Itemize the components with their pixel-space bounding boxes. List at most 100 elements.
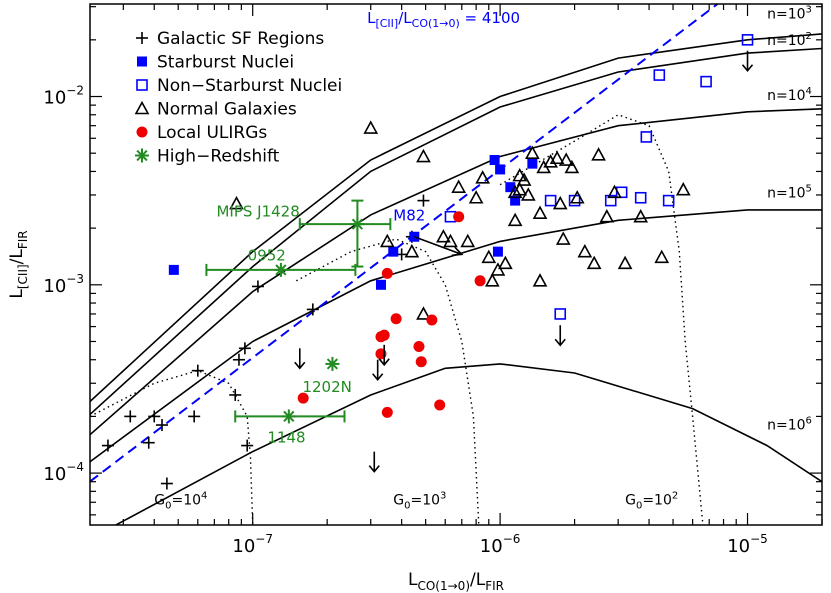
- legend-label: Normal Galaxies: [157, 100, 297, 120]
- legend-entry: Starburst Nuclei: [137, 53, 294, 73]
- data-point-open-square: [653, 69, 666, 81]
- legend-marker-filled-circle: [136, 126, 148, 138]
- data-point-open-triangle: [498, 255, 513, 270]
- data-point-open-square: [640, 131, 653, 143]
- density-label: n=103: [767, 4, 812, 22]
- g0-label: G0=104: [154, 491, 207, 512]
- asterisk-stroke: [283, 410, 295, 423]
- asterisk-stroke: [136, 149, 148, 162]
- data-point-filled-square: [495, 164, 506, 175]
- annotations-layer: MIPS J142809521202N1148M82n=103n=102n=10…: [154, 4, 812, 511]
- series-high-redshift: [273, 217, 365, 424]
- data-point-open-triangle: [599, 209, 615, 223]
- data-point-open-triangle: [633, 209, 649, 223]
- legend-marker-filled-square: [137, 56, 147, 67]
- arrow-head: [368, 465, 380, 473]
- density-label: n=105: [767, 184, 812, 202]
- data-point-open-triangle: [577, 243, 593, 258]
- data-point-open-triangle: [229, 195, 244, 210]
- data-point-filled-circle: [390, 313, 402, 325]
- legend-marker-plus: [136, 32, 148, 44]
- data-point-plus: [229, 388, 242, 401]
- data-point-open-triangle: [586, 255, 602, 270]
- data-point-plus: [251, 280, 264, 293]
- legend-label: Non−Starburst Nuclei: [157, 76, 342, 96]
- data-point-filled-square: [489, 155, 500, 166]
- arrow-head: [451, 246, 464, 257]
- data-point-open-square: [615, 186, 628, 199]
- upper-limit-arrow: [554, 325, 566, 347]
- m82-arrow: [414, 235, 464, 257]
- data-point-open-triangle: [484, 273, 500, 287]
- data-point-open-triangle: [460, 233, 476, 248]
- legend-label: Starburst Nuclei: [157, 53, 294, 73]
- data-point-open-triangle: [475, 170, 490, 184]
- data-point-plus: [417, 194, 430, 207]
- data-point-filled-circle: [426, 314, 438, 326]
- data-point-open-triangle: [416, 148, 431, 163]
- legend-marker-asterisk: [135, 148, 149, 163]
- asterisk-stroke: [275, 264, 287, 276]
- data-point-plus: [101, 439, 114, 452]
- g0-label: G0=102: [625, 491, 678, 512]
- data-point-open-square: [554, 308, 567, 320]
- data-point-filled-circle: [413, 341, 425, 353]
- data-point-open-triangle: [607, 184, 622, 199]
- data-point-open-square: [741, 34, 754, 46]
- data-point-open-triangle: [617, 255, 633, 270]
- legend-entry: Local ULIRGs: [136, 123, 267, 143]
- data-point-plus: [188, 410, 201, 423]
- data-point-asterisk: [350, 217, 365, 232]
- data-point-filled-square: [510, 195, 521, 206]
- g0-curve-line: [499, 114, 704, 525]
- arrow-head: [554, 338, 566, 347]
- data-point-plus: [124, 410, 137, 423]
- data-point-open-triangle: [543, 154, 558, 168]
- data-point-open-triangle: [379, 233, 395, 248]
- arrow-head: [378, 358, 390, 367]
- data-point-open-square: [544, 194, 557, 207]
- series-non-starburst-nuclei: [444, 34, 754, 320]
- g0-label: G0=103: [393, 491, 446, 512]
- data-point-filled-circle: [378, 329, 390, 341]
- data-point-open-triangle: [490, 262, 506, 276]
- data-point-filled-circle: [474, 275, 486, 287]
- g0-curve-line: [90, 369, 254, 525]
- data-point-open-triangle: [591, 147, 606, 161]
- data-point-filled-circle: [381, 406, 393, 418]
- density-curve-line: [115, 363, 822, 525]
- asterisk-stroke: [326, 358, 339, 370]
- annotation-label: MIPS J1428: [216, 203, 299, 221]
- data-point-asterisk: [325, 356, 340, 371]
- data-point-open-triangle: [507, 212, 523, 227]
- legend-entry: Non−Starburst Nuclei: [136, 76, 342, 96]
- annotation-label: M82: [393, 206, 425, 224]
- data-point-open-triangle: [525, 145, 540, 159]
- density-curve-line: [90, 209, 822, 463]
- legend-marker-open-triangle: [134, 100, 150, 115]
- upper-limit-arrow: [294, 348, 306, 370]
- data-point-plus: [238, 342, 251, 355]
- annotation-label: 1148: [267, 429, 305, 447]
- arrow-head: [741, 64, 754, 73]
- data-point-open-triangle: [436, 229, 451, 243]
- x-tick-label: 10−5: [727, 532, 768, 557]
- data-point-filled-square: [527, 158, 538, 169]
- data-point-filled-circle: [381, 267, 393, 279]
- y-tick-label: 10−3: [43, 272, 84, 297]
- density-label: n=104: [767, 86, 812, 104]
- data-point-filled-circle: [434, 399, 446, 411]
- data-point-plus: [232, 353, 245, 366]
- data-point-plus: [148, 410, 161, 423]
- density-label: n=106: [767, 416, 812, 434]
- data-point-open-triangle: [558, 152, 574, 166]
- data-point-open-square: [700, 75, 712, 88]
- data-point-open-triangle: [451, 179, 467, 193]
- annotation-label: 0952: [248, 246, 286, 264]
- arrow-shaft: [414, 235, 463, 256]
- data-point-open-triangle: [404, 243, 420, 258]
- legend-entry: Normal Galaxies: [134, 100, 297, 120]
- density-curve-line: [90, 33, 822, 403]
- data-point-plus: [156, 419, 169, 432]
